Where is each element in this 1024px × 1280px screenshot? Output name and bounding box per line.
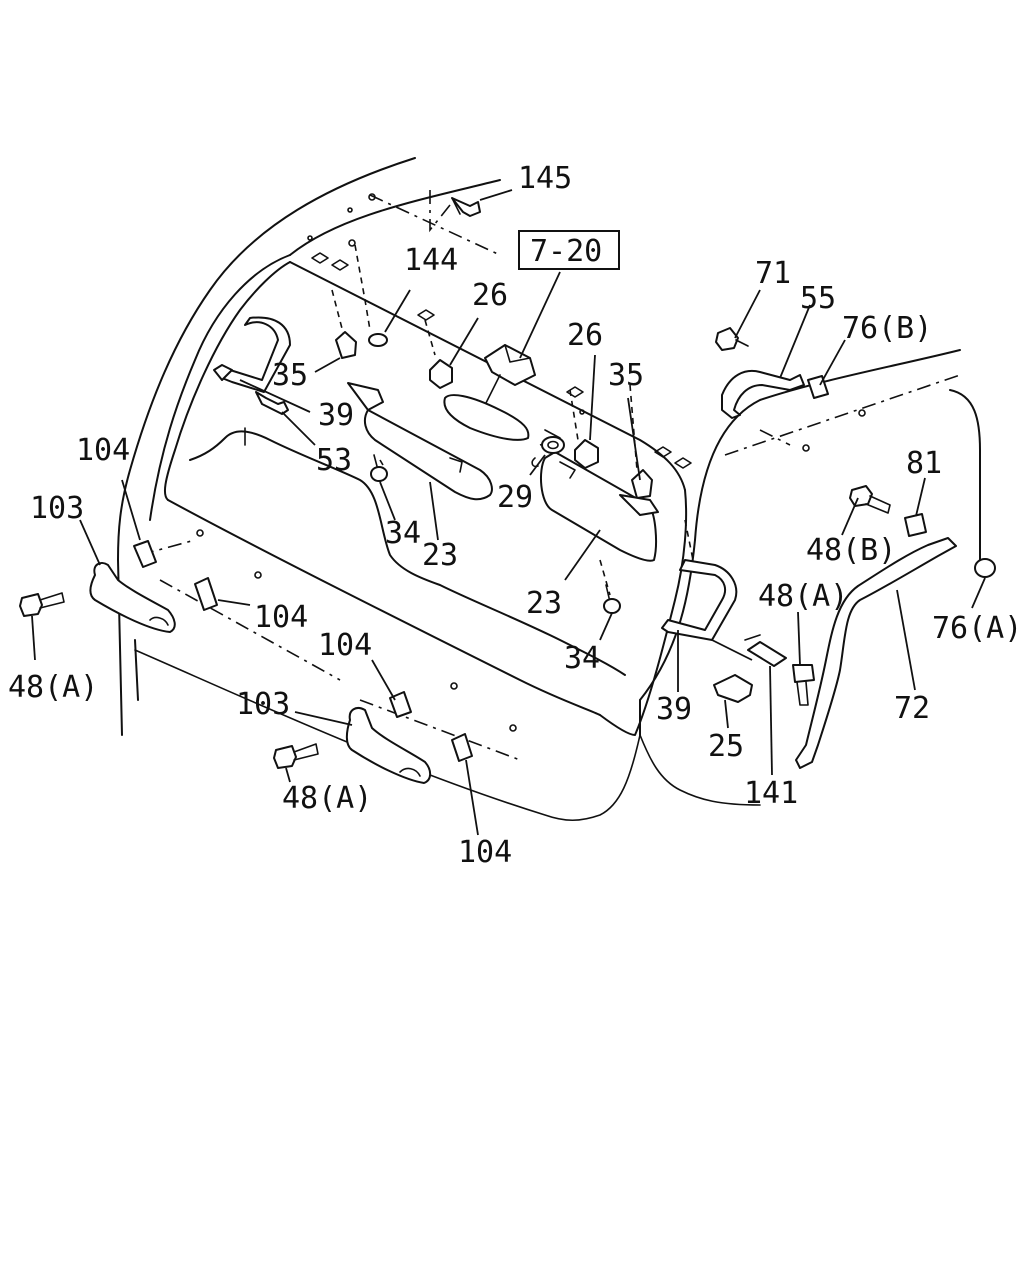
assist-grip-39a (213, 316, 291, 393)
trim-141 (744, 634, 787, 667)
callout-29: 29 (497, 480, 533, 515)
nut-76a (974, 558, 996, 578)
bolt-48a-right (792, 664, 815, 706)
bolt-71 (715, 327, 749, 351)
screw-34b (603, 584, 621, 614)
reference-box-7-20 (518, 230, 620, 270)
callout-48b: 48(B) (806, 533, 896, 568)
callout-71: 71 (755, 256, 791, 291)
callout-145: 145 (518, 161, 572, 196)
callout-39-left: 39 (318, 398, 354, 433)
sun-visor-right (539, 429, 659, 562)
roof-shell (117, 157, 981, 822)
nut-76b (807, 375, 829, 399)
leader-lines (31, 189, 986, 836)
callout-144: 144 (404, 243, 458, 278)
callout-25: 25 (708, 729, 744, 764)
bracket-25 (713, 674, 753, 703)
callout-103-center: 103 (236, 687, 290, 722)
screw-34a (370, 454, 388, 482)
callout-76b: 76(B) (842, 311, 932, 346)
callout-141: 141 (744, 776, 798, 811)
visor-clip-26b (574, 439, 599, 469)
callouts: 145 144 7-20 26 26 35 35 39 53 104 103 1… (8, 161, 1022, 870)
stay-72 (795, 537, 957, 769)
callout-103-left: 103 (30, 491, 84, 526)
callout-72: 72 (894, 691, 930, 726)
screw-145 (451, 197, 481, 217)
callout-23-left: 23 (422, 538, 458, 573)
callout-104-lower: 104 (318, 628, 372, 663)
callout-48a-left: 48(A) (8, 670, 98, 705)
assist-grip-39b (661, 559, 738, 641)
grommet-81 (904, 513, 927, 537)
callout-35-right: 35 (608, 358, 644, 393)
visor-pivot-35b (631, 469, 653, 499)
mirror-assembly (443, 344, 536, 441)
callout-7-20: 7-20 (530, 234, 602, 269)
callout-23-right: 23 (526, 586, 562, 621)
headliner-panel (163, 261, 688, 736)
callout-48a-right: 48(A) (758, 579, 848, 614)
visor-pivot-35a (335, 331, 357, 359)
callout-35-left: 35 (272, 358, 308, 393)
hole-markers (196, 193, 866, 732)
clip-104b (194, 577, 218, 611)
clip-104a (133, 540, 157, 568)
bolt-48a-center (273, 743, 319, 769)
callout-26-left: 26 (472, 278, 508, 313)
callout-34-right: 34 (564, 641, 600, 676)
callout-76a: 76(A) (932, 611, 1022, 646)
callout-104-bottom: 104 (458, 835, 512, 870)
clip-104d (451, 733, 473, 762)
callout-39-right: 39 (656, 692, 692, 727)
clip-104c (389, 691, 412, 718)
callout-81: 81 (906, 446, 942, 481)
callout-53: 53 (316, 443, 352, 478)
callout-104-upper-left: 104 (76, 433, 130, 468)
callout-55: 55 (800, 281, 836, 316)
bolt-48a-left (19, 592, 65, 617)
visor-clip-26a (429, 359, 453, 389)
grab-handle-103a (89, 562, 176, 633)
callout-34-left: 34 (385, 516, 421, 551)
callout-26-right: 26 (567, 318, 603, 353)
callout-48a-center: 48(A) (282, 781, 372, 816)
assist-grip-55 (721, 370, 805, 419)
washer-29 (531, 436, 565, 468)
callout-104-mid: 104 (254, 600, 308, 635)
grab-handle-103b (345, 707, 432, 784)
sun-visor-left (347, 382, 493, 501)
plug-144 (368, 333, 388, 347)
bolt-48b (849, 485, 891, 514)
bolt-53 (255, 391, 289, 415)
